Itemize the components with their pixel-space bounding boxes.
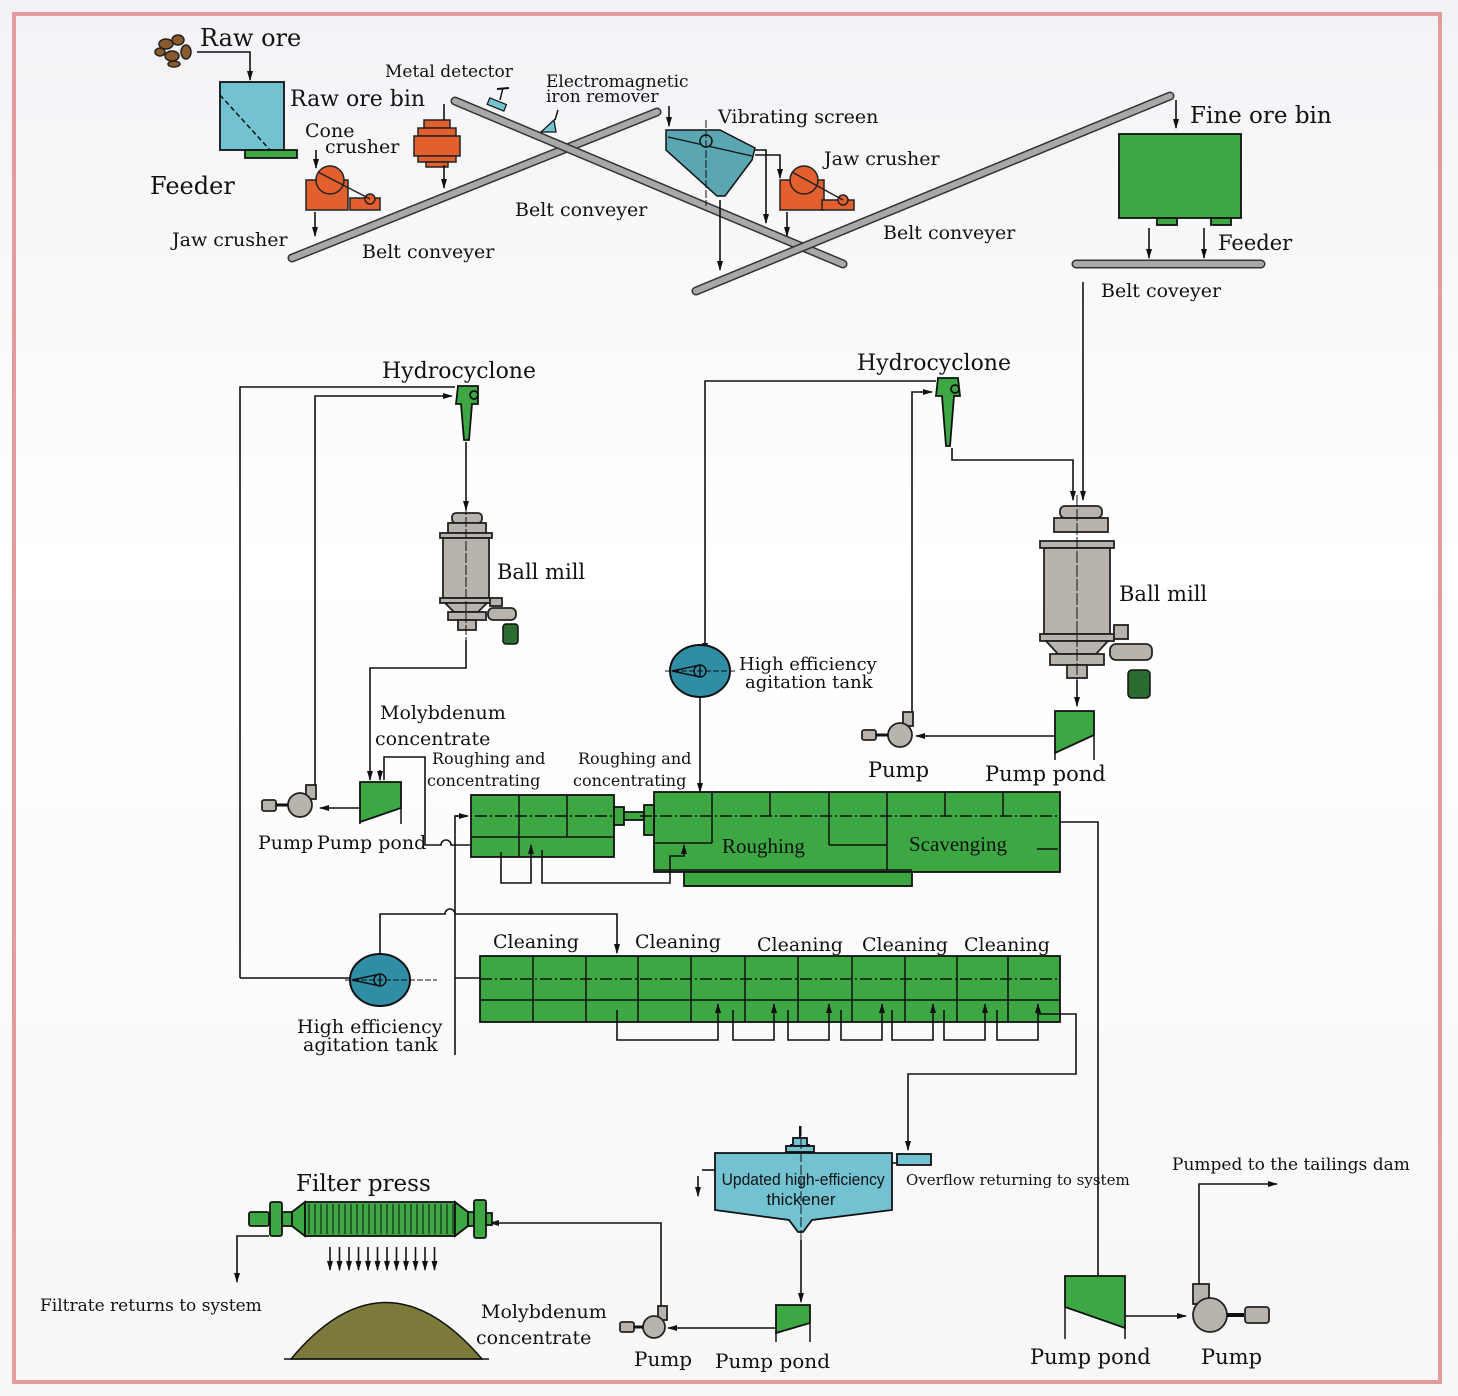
- filter-press-discharge-arrows: [327, 1247, 438, 1271]
- filter-press-label: Filter press: [296, 1171, 431, 1197]
- ball-mill-label-1: Ball mill: [497, 560, 585, 584]
- tailings-dam-label: Pumped to the tailings dam: [1172, 1155, 1410, 1175]
- belt-conveyer-2: [450, 96, 848, 269]
- pump-2: [261, 784, 317, 818]
- pump-label-2: Pump: [258, 832, 313, 854]
- hydrocyclone-1: [454, 385, 479, 441]
- raw-ore-bin: [219, 81, 298, 159]
- roughing-scavenging-cells: [640, 791, 1061, 887]
- agitation-tank-label-2a: High efficiency: [297, 1016, 443, 1038]
- middling-return-line: [840, 1003, 885, 1041]
- moly-concentrate-label-2b: concentrate: [476, 1327, 591, 1349]
- metal-detector-label: Metal detector: [385, 62, 514, 82]
- scavenging-label: Scavenging: [909, 832, 1007, 856]
- jaw-crusher-1: [305, 165, 381, 211]
- belt-conveyer-label-3: Belt conveyer: [883, 222, 1016, 244]
- roughing-concentrating-cells: [455, 794, 660, 858]
- fine-ore-bin: [1118, 133, 1242, 226]
- raw-ore-icon: [154, 34, 192, 68]
- cleaning-label-3: Cleaning: [757, 934, 843, 956]
- hydrocyclone-2: [934, 377, 962, 447]
- iron-remover-label-1: Electromagnetic: [546, 72, 689, 92]
- pump-pond-3: [775, 1304, 811, 1342]
- cone-crusher: [413, 119, 461, 168]
- middling-return-line: [616, 1003, 721, 1041]
- vibrating-screen: [665, 120, 756, 206]
- agitation-tank-label-1b: agitation tank: [745, 672, 874, 693]
- pump-pond-label-1: Pump pond: [985, 762, 1106, 786]
- iron-remover-label-2: iron remover: [546, 87, 659, 107]
- roughing-conc-label-1a: Roughing and: [432, 749, 545, 768]
- raw-ore-bin-label: Raw ore bin: [290, 87, 425, 112]
- pump-pond-1: [1054, 710, 1095, 760]
- cone-crusher-label-2: crusher: [325, 136, 400, 158]
- raw-ore-label: Raw ore: [200, 24, 301, 52]
- ball-mill-2: [1039, 495, 1153, 699]
- moly-concentrate-label-1b: concentrate: [375, 728, 490, 750]
- pump-3: [619, 1305, 668, 1339]
- pump-label-4: Pump: [1201, 1345, 1262, 1369]
- pump-1: [861, 711, 914, 748]
- belt-conveyer-label-2: Belt conveyer: [515, 199, 648, 221]
- filtrate-label: Filtrate returns to system: [40, 1296, 262, 1316]
- jaw-crusher-label-2: Jaw crusher: [822, 148, 940, 170]
- belt-conveyer-3: [691, 91, 1175, 296]
- roughing-conc-label-2a: Roughing and: [578, 749, 691, 768]
- ball-mill-label-2: Ball mill: [1119, 582, 1207, 606]
- cone-crusher-label-1: Cone: [305, 120, 354, 142]
- middling-return-line: [891, 1003, 936, 1041]
- hydrocyclone-label-1: Hydrocyclone: [382, 359, 536, 384]
- pump-label-1: Pump: [868, 758, 929, 782]
- middling-return-line: [732, 1003, 777, 1041]
- filter-press: [248, 1199, 493, 1239]
- belt-coveyer-label: Belt coveyer: [1101, 280, 1222, 302]
- vibrating-screen-label: Vibrating screen: [717, 106, 878, 128]
- jaw-crusher-2: [779, 165, 855, 211]
- moly-concentrate-label-1a: Molybdenum: [380, 702, 506, 724]
- middling-return-line: [787, 1003, 832, 1041]
- pump-pond-4: [1064, 1275, 1126, 1339]
- cleaning-label-2: Cleaning: [635, 931, 721, 953]
- jaw-crusher-label-1: Jaw crusher: [170, 229, 288, 251]
- iron-remover-icon: [539, 109, 559, 133]
- roughing-conc-label-2b: concentrating: [573, 771, 686, 790]
- overflow-label: Overflow returning to system: [906, 1171, 1130, 1189]
- feeder-label-2: Feeder: [1218, 231, 1293, 255]
- cleaning-label-5: Cleaning: [964, 934, 1050, 956]
- fine-ore-bin-label: Fine ore bin: [1190, 103, 1332, 129]
- middling-return-line: [943, 1003, 988, 1041]
- cleaning-label-1: Cleaning: [493, 931, 579, 953]
- thickener-label-1: Updated high-efficiency: [722, 1170, 886, 1189]
- roughing-label: Roughing: [722, 834, 805, 858]
- pump-pond-label-4: Pump pond: [1030, 1345, 1151, 1369]
- pump-pond-label-3: Pump pond: [715, 1349, 830, 1373]
- cleaning-cells: [479, 955, 1061, 1023]
- agitation-tank-label-1a: High efficiency: [739, 654, 878, 675]
- molybdenum-concentrate-pile: [284, 1301, 489, 1360]
- metal-detector-icon: [486, 87, 510, 112]
- moly-concentrate-label-2a: Molybdenum: [481, 1301, 607, 1323]
- agitation-tank-1: [665, 644, 735, 698]
- pump-pond-2: [359, 781, 402, 824]
- belt-conveyer-1: [287, 107, 662, 263]
- cleaning-label-4: Cleaning: [862, 934, 948, 956]
- ball-mill-1: [439, 505, 519, 645]
- pump-pond-label-2: Pump pond: [317, 832, 426, 854]
- feeder-label-1: Feeder: [150, 172, 235, 200]
- thickener: [714, 1126, 932, 1240]
- agitation-tank-label-2b: agitation tank: [303, 1034, 438, 1056]
- cleaning-labels: Cleaning Cleaning Cleaning Cleaning Clea…: [493, 931, 1050, 956]
- pump-4: [1192, 1283, 1270, 1333]
- diagram-frame: [12, 12, 1442, 1384]
- pump-label-3: Pump: [634, 1347, 692, 1371]
- agitation-tank-2: [345, 953, 437, 1007]
- middling-return-line: [996, 1003, 1041, 1041]
- roughing-conc-label-1b: concentrating: [427, 771, 540, 790]
- belt-conveyer-label-1: Belt conveyer: [362, 241, 495, 263]
- thickener-label-2: thickener: [767, 1190, 836, 1209]
- hydrocyclone-label-2: Hydrocyclone: [857, 351, 1011, 376]
